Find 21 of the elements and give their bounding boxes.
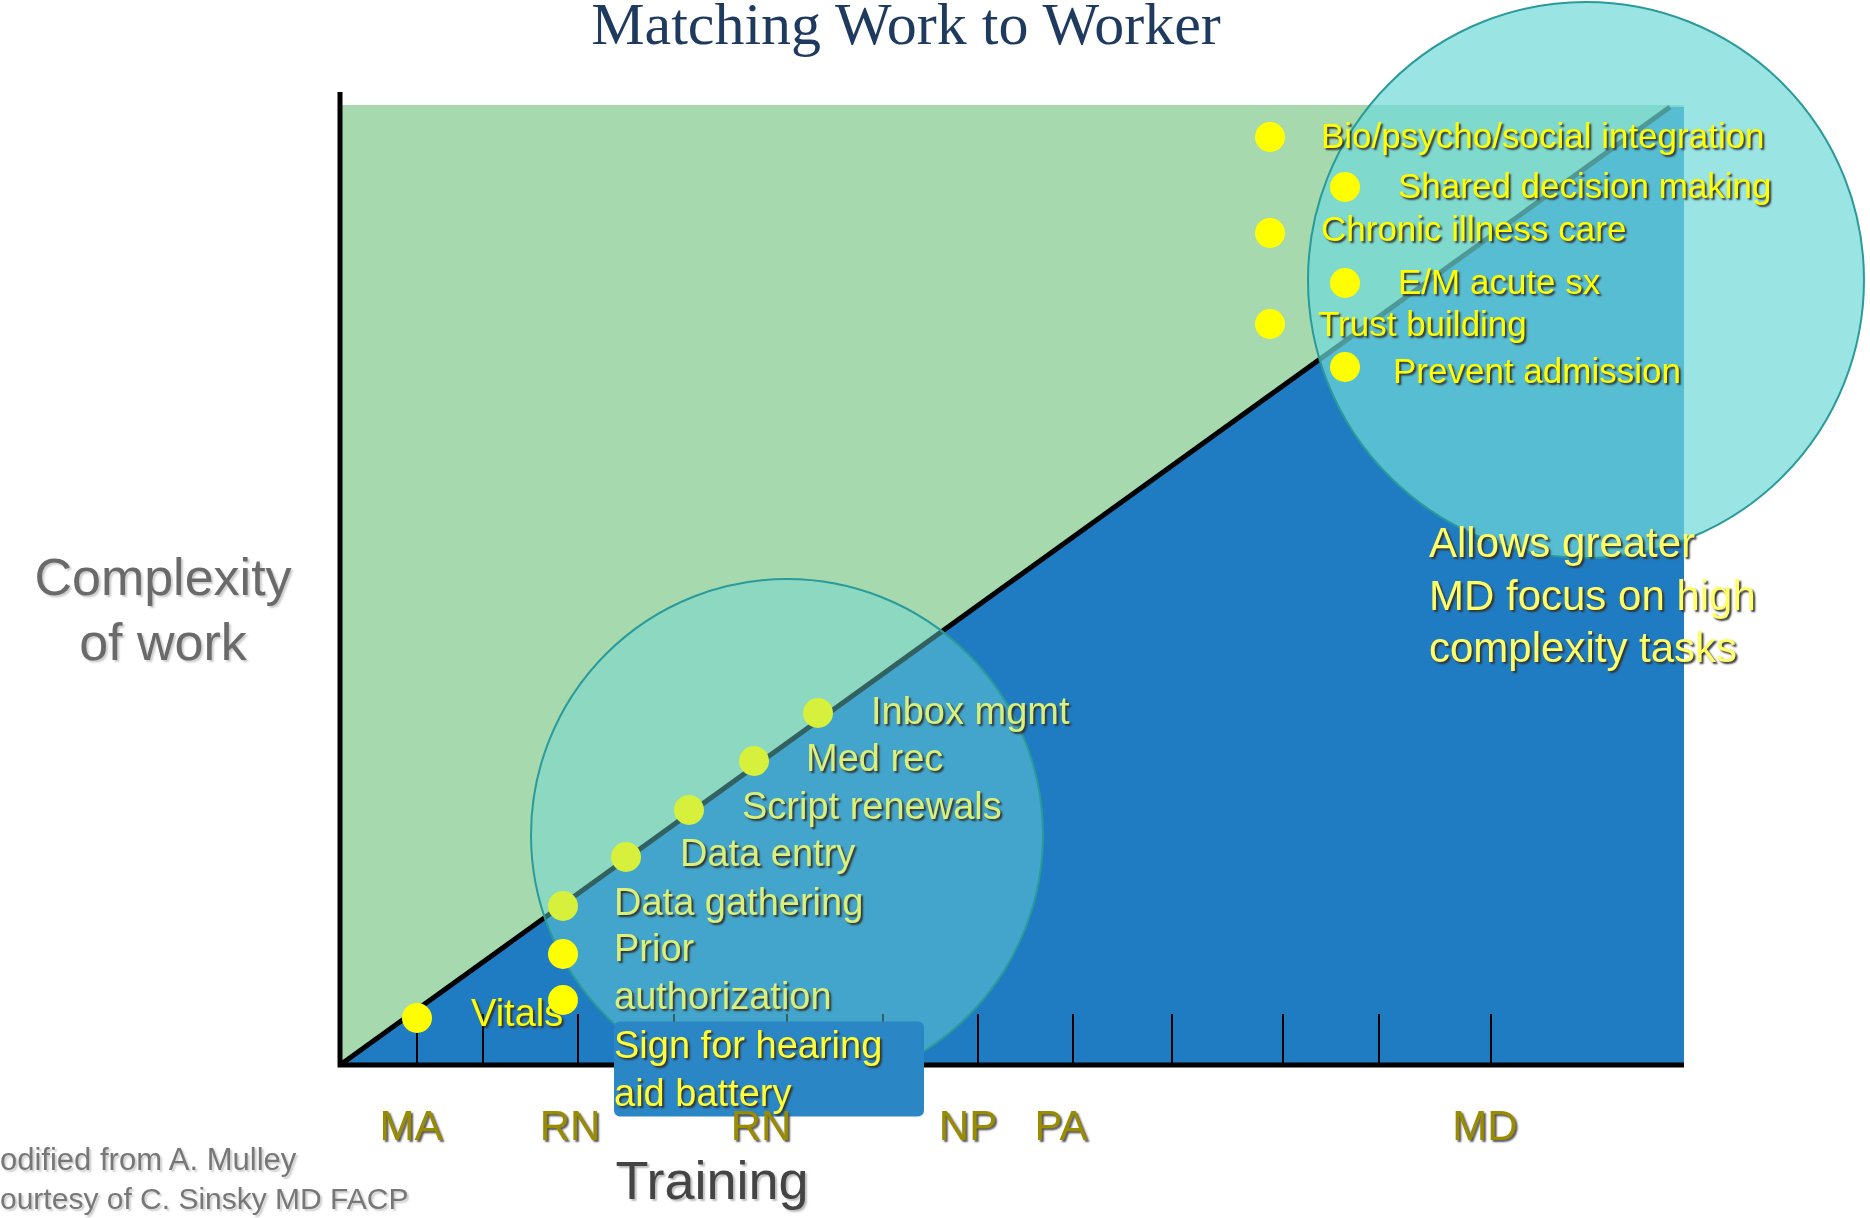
axis-title: Complexity of work bbox=[33, 547, 293, 673]
task-label: Data entry bbox=[680, 831, 856, 877]
task-label: E/M acute sx bbox=[1398, 261, 1601, 304]
task-label: Shared decision making bbox=[1398, 165, 1772, 208]
task-label: Inbox mgmt bbox=[871, 689, 1070, 735]
credit-text: ourtesy of C. Sinsky MD FACP bbox=[0, 1184, 409, 1214]
role-label: NP bbox=[938, 1100, 998, 1151]
task-label: Chronic illness care bbox=[1321, 208, 1627, 251]
role-label: RN bbox=[539, 1100, 601, 1151]
role-label: PA bbox=[1034, 1100, 1088, 1151]
credit-text: odified from A. Mulley bbox=[0, 1143, 297, 1175]
task-label: Script renewals bbox=[742, 784, 1002, 830]
task-label: Med rec bbox=[806, 736, 944, 782]
role-label: MD bbox=[1452, 1100, 1518, 1151]
task-label: Trust building bbox=[1318, 303, 1527, 346]
task-label: Prior authorization bbox=[614, 925, 833, 1018]
axis-title: Training bbox=[615, 1148, 809, 1212]
task-label: Prevent admission bbox=[1393, 350, 1681, 393]
task-label: Data gathering bbox=[614, 880, 864, 926]
task-label: Bio/psycho/social integration bbox=[1321, 115, 1765, 158]
role-label: MA bbox=[379, 1100, 443, 1151]
